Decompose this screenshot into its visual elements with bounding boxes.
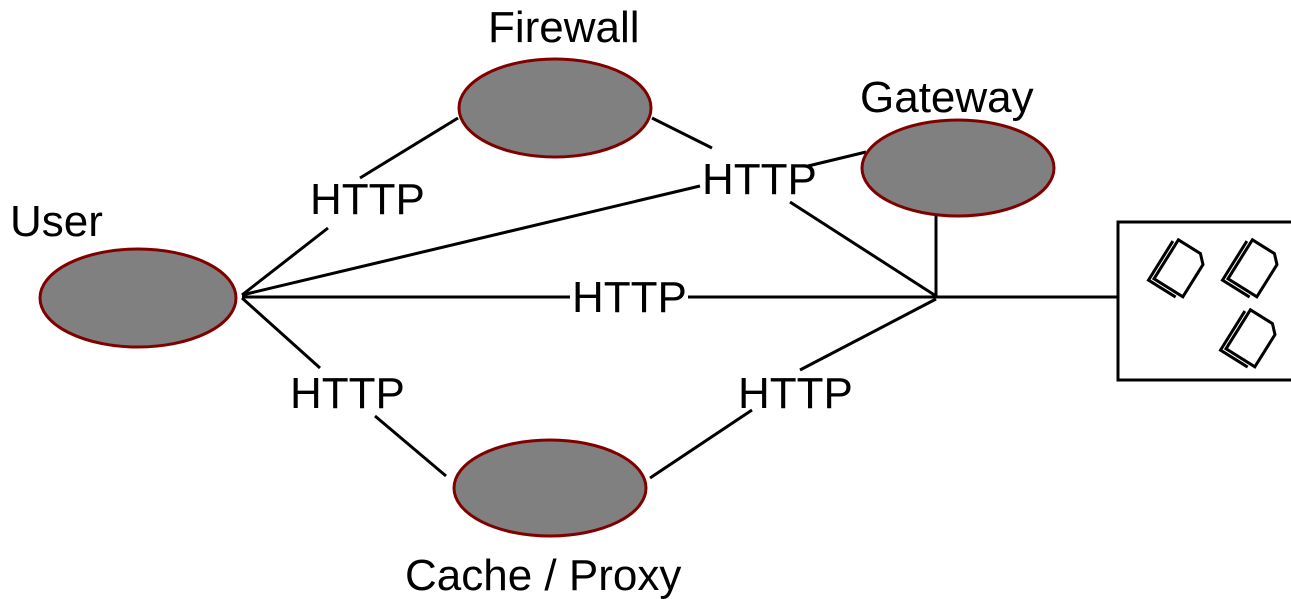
edge-http-gateway [807,150,867,168]
gateway-label: Gateway [860,73,1034,122]
http-label-user-cache: HTTP [290,369,405,418]
connections [240,116,1118,480]
edge-user-firewall-lower [241,226,329,297]
gateway-node [860,118,1056,218]
document-icon [1146,237,1205,299]
server-box [1116,220,1291,382]
firewall-label: Firewall [488,3,640,52]
edge-http-junction [789,200,937,298]
document-icon [1218,307,1277,369]
http-label-user-firewall: HTTP [310,175,425,224]
http-label-firewall-gateway: HTTP [702,155,817,204]
cache-proxy-label: Cache / Proxy [405,551,681,599]
http-label-cache-server: HTTP [738,369,853,418]
firewall-node [457,57,653,159]
edge-firewall-http [651,116,713,150]
http-label-user-direct: HTTP [572,273,687,322]
edge-user-cache-upper [240,296,322,370]
edge-user-cache-lower [374,414,447,478]
document-icon [1220,237,1279,299]
edge-user-gateway-http [241,184,701,297]
edge-cache-server-lower [649,408,753,480]
cache-proxy-node [452,438,648,538]
edge-user-firewall-upper [359,116,459,180]
user-node [38,247,238,349]
edge-cache-server-upper [799,297,937,372]
user-label: User [10,197,103,246]
